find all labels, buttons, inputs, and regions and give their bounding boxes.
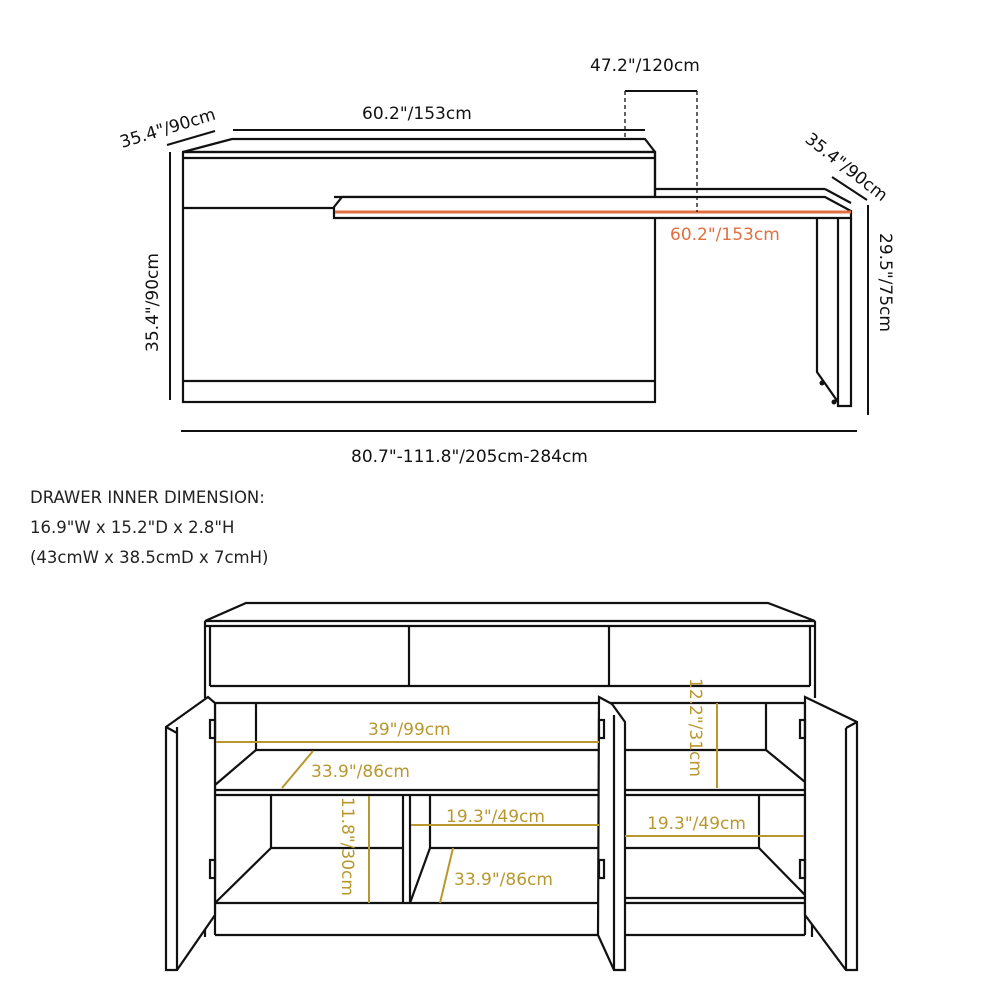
hinge-icon (208, 718, 217, 740)
hinge-icon (208, 858, 217, 880)
label-lower-mid-depth: 33.9"/86cm (454, 870, 553, 890)
drawer-note-title: DRAWER INNER DIMENSION: (30, 488, 265, 507)
cabinet-top (204, 601, 816, 623)
label-height-left: 35.4"/90cm (143, 253, 163, 352)
desk-top (332, 195, 853, 220)
cabinet-body (181, 150, 657, 404)
wheel-icon (819, 380, 825, 386)
hinge-icon (597, 858, 606, 880)
dim-line-depth-right (831, 176, 868, 201)
label-lower-right-width: 19.3"/49cm (647, 814, 746, 834)
desk-drawing: 60.2"/153cm 47.2"/120cm 35.4"/90cm 35.4"… (118, 56, 895, 467)
label-extension: 47.2"/120cm (590, 56, 700, 76)
dim-line-depth-left (166, 130, 216, 146)
drawer-note-imperial: 16.9"W x 15.2"D x 2.8"H (30, 518, 235, 537)
label-width-top: 60.2"/153cm (362, 104, 472, 124)
label-shelf-width: 39"/99cm (368, 720, 451, 740)
left-door (164, 695, 217, 972)
dim-line-shelf-depth (281, 750, 314, 789)
label-depth-right: 35.4"/90cm (801, 129, 891, 206)
label-right-top-height: 12.2"/31cm (685, 678, 705, 777)
label-total-width: 80.7"-111.8"/205cm-284cm (351, 447, 588, 467)
hinge-icon (597, 718, 606, 740)
label-desk-width: 60.2"/153cm (670, 225, 780, 245)
desk-leg (815, 218, 853, 408)
label-desk-height: 29.5"/75cm (875, 233, 895, 332)
drawer-note-metric: (43cmW x 38.5cmD x 7cmH) (30, 548, 269, 567)
dim-line-lower-mid-depth (439, 847, 454, 904)
middle-door (596, 695, 627, 972)
cabinet-top-edge (182, 137, 657, 197)
label-lower-left-height: 11.8"/30cm (337, 797, 357, 896)
wheel-icon (831, 399, 837, 405)
label-lower-mid-width: 19.3"/49cm (446, 807, 545, 827)
label-shelf-depth-top: 33.9"/86cm (311, 762, 410, 782)
hinge-icon (798, 718, 807, 740)
cabinet-drawing: 39"/99cm 33.9"/86cm 12.2"/31cm 11.8"/30c… (164, 601, 859, 972)
hinge-icon (798, 858, 807, 880)
